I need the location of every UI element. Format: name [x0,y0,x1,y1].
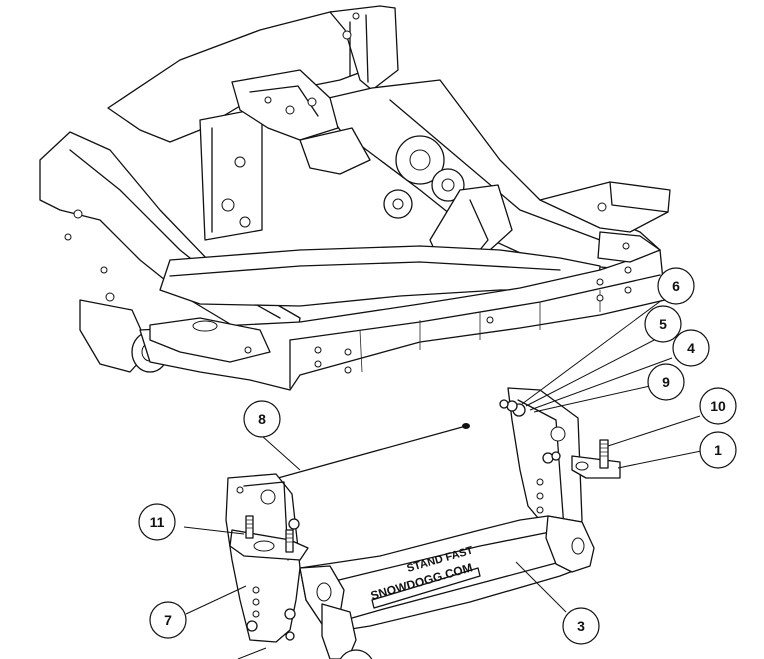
callout-8: 8 [243,400,281,438]
vehicle-frame [39,5,671,391]
callout-10: 10 [699,387,737,425]
svg-text:4: 4 [687,340,695,356]
svg-text:1: 1 [714,442,722,458]
svg-text:5: 5 [659,316,667,332]
callout-5: 5 [644,305,682,343]
leader-lines [183,299,707,659]
svg-text:7: 7 [164,612,172,628]
plow-mount-assembly: SNOWDOGG.COM STAND FAST [225,387,621,659]
callout-3: 3 [562,607,600,645]
svg-text:3: 3 [577,618,585,634]
left-mounting-bracket [225,473,309,643]
callouts: 1 3 4 5 6 7 8 9 [138,267,737,659]
svg-text:9: 9 [662,374,670,390]
callout-6: 6 [657,267,695,305]
svg-text:11: 11 [150,514,165,530]
callout-1: 1 [699,431,737,469]
right-mounting-bracket [499,387,621,541]
callout-11: 11 [138,503,176,541]
callout-4: 4 [672,329,710,367]
svg-text:8: 8 [258,411,266,427]
callout-7: 7 [149,601,187,639]
svg-text:10: 10 [710,398,726,414]
svg-text:6: 6 [672,278,680,294]
callout-partial [339,649,373,659]
crossbar: SNOWDOGG.COM STAND FAST [299,515,595,659]
callout-9: 9 [647,363,685,401]
pin-rod [277,423,470,479]
